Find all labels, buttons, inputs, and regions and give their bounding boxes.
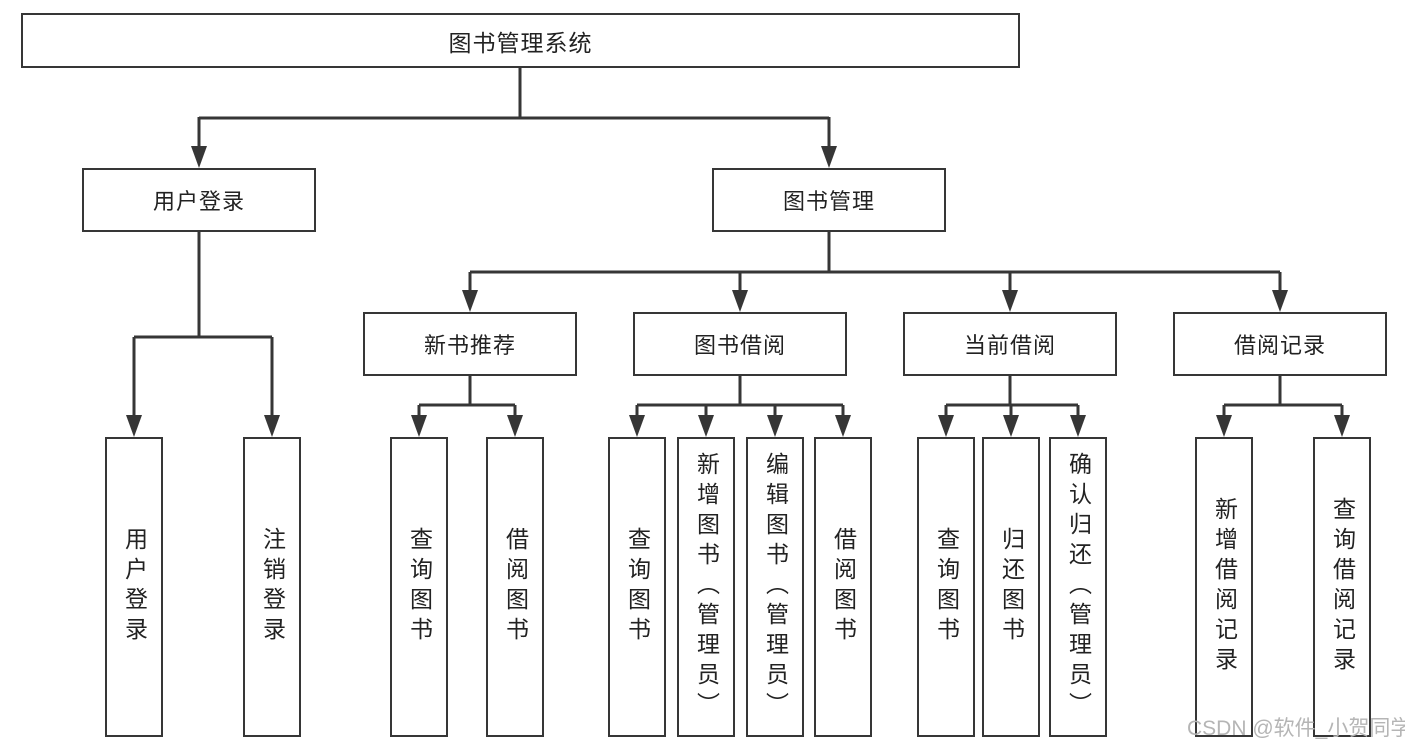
arrowhead xyxy=(462,290,478,312)
arrowhead xyxy=(732,290,748,312)
leaf-label: 编辑图书（管理员） xyxy=(762,452,789,722)
arrowhead xyxy=(767,415,783,437)
arrowhead xyxy=(821,146,837,168)
leaf-label: 确认归还（管理员） xyxy=(1065,452,1092,722)
leaf-add-book-admin: 新增图书（管理员） xyxy=(677,437,735,737)
leaf-query-books-2: 查询图书 xyxy=(608,437,666,737)
leaf-query-books-3: 查询图书 xyxy=(917,437,975,737)
leaf-label: 借阅图书 xyxy=(502,527,529,647)
arrowhead xyxy=(698,415,714,437)
arrowhead xyxy=(835,415,851,437)
leaf-edit-book-admin: 编辑图书（管理员） xyxy=(746,437,804,737)
arrowhead xyxy=(1334,415,1350,437)
connector-root-to-level2 xyxy=(197,68,831,150)
leaf-user-login: 用户登录 xyxy=(105,437,163,737)
leaf-label: 借阅图书 xyxy=(830,527,857,647)
arrowhead xyxy=(1272,290,1288,312)
leaf-add-borrow-record: 新增借阅记录 xyxy=(1195,437,1253,737)
arrowhead xyxy=(191,146,207,168)
node-root: 图书管理系统 xyxy=(21,13,1020,68)
connector-current-borrow-children xyxy=(944,376,1080,420)
connector-borrow-records-children xyxy=(1222,376,1344,420)
arrowhead xyxy=(1003,415,1019,437)
csdn-watermark: CSDN @软件_小贺同学 xyxy=(1187,717,1405,740)
node-book-borrowing: 图书借阅 xyxy=(633,312,847,376)
leaf-label: 查询图书 xyxy=(933,527,960,647)
arrowhead xyxy=(938,415,954,437)
connector-book-mgmt-to-level3 xyxy=(468,232,1282,294)
leaf-return-book: 归还图书 xyxy=(982,437,1040,737)
leaf-label: 用户登录 xyxy=(121,527,148,647)
connector-book-borrow-children xyxy=(635,376,845,420)
leaf-label: 查询图书 xyxy=(624,527,651,647)
leaf-label: 归还图书 xyxy=(998,527,1025,647)
leaf-label: 注销登录 xyxy=(259,527,286,647)
connector-user-login-children xyxy=(132,232,274,419)
arrowhead xyxy=(264,415,280,437)
arrowhead xyxy=(629,415,645,437)
arrowhead xyxy=(1070,415,1086,437)
node-new-book-recommend: 新书推荐 xyxy=(363,312,577,376)
arrowhead xyxy=(507,415,523,437)
connector-new-book-rec-children xyxy=(417,376,517,420)
connector-paths xyxy=(132,68,1344,420)
leaf-logout: 注销登录 xyxy=(243,437,301,737)
node-current-borrowing: 当前借阅 xyxy=(903,312,1117,376)
leaf-label: 查询借阅记录 xyxy=(1329,497,1356,677)
node-user-login: 用户登录 xyxy=(82,168,316,232)
node-borrowing-records: 借阅记录 xyxy=(1173,312,1387,376)
arrowhead xyxy=(126,415,142,437)
leaf-label: 新增图书（管理员） xyxy=(693,452,720,722)
leaf-borrow-books-1: 借阅图书 xyxy=(486,437,544,737)
leaf-query-books-1: 查询图书 xyxy=(390,437,448,737)
arrowhead xyxy=(1216,415,1232,437)
leaf-query-borrow-record: 查询借阅记录 xyxy=(1313,437,1371,737)
leaf-label: 查询图书 xyxy=(406,527,433,647)
arrowhead xyxy=(411,415,427,437)
leaf-confirm-return-admin: 确认归还（管理员） xyxy=(1049,437,1107,737)
arrowhead xyxy=(1002,290,1018,312)
arrowheads xyxy=(126,146,1350,437)
leaf-borrow-books-2: 借阅图书 xyxy=(814,437,872,737)
node-book-management: 图书管理 xyxy=(712,168,946,232)
leaf-label: 新增借阅记录 xyxy=(1211,497,1238,677)
